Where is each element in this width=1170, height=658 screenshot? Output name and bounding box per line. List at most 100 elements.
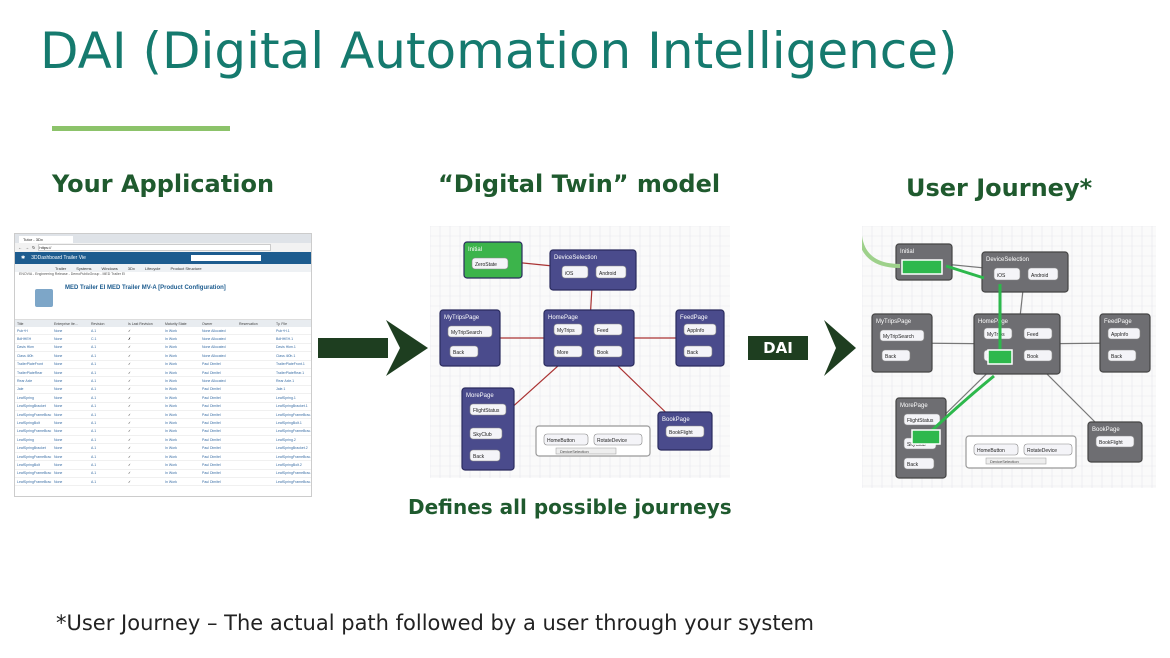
table-cell: LeafSpringFrameBrac.3	[276, 454, 311, 459]
table-cell: BdHHEH	[17, 337, 32, 342]
state-button	[881, 349, 911, 362]
table-cell: None	[54, 462, 63, 467]
table-cell: None	[54, 362, 63, 367]
table-cell: A.1	[91, 379, 97, 384]
table-cell: A.1	[91, 420, 97, 425]
table-cell: In Work	[165, 362, 177, 367]
table-cell: A.1	[91, 454, 97, 459]
menu-item: Systems	[76, 265, 92, 271]
table-cell: ✓	[128, 462, 131, 467]
right-arrow-1	[318, 320, 428, 376]
heading-user-journey: User Journey*	[906, 174, 1093, 202]
state-button	[561, 265, 589, 279]
brand-label: 3DDashboard Trailer Vie	[31, 255, 86, 261]
table-cell: In Work	[165, 446, 177, 451]
state-title: BookPage	[662, 417, 690, 423]
table-cell: None Allocated	[202, 337, 226, 342]
table-cell: In Work	[165, 379, 177, 384]
state-button-label: MyTrips	[557, 328, 575, 334]
table-cell: None	[54, 370, 63, 375]
table-cell: LeafSpringFrameBrac.5	[276, 479, 311, 484]
table-cell: Davis Hkm.1	[276, 345, 296, 350]
table-cell: ✓	[128, 353, 131, 358]
url-field: https://	[38, 244, 271, 251]
column-header: Title	[17, 321, 24, 326]
object-title: MED Trailer EI MED Trailer MV-A [Product…	[65, 285, 226, 291]
table-cell: ✓	[128, 395, 131, 400]
state-button-label: Feed	[597, 328, 609, 334]
column-header: Enterprise Ite...	[54, 321, 78, 326]
table-cell: A.1	[91, 479, 97, 484]
table-cell: None	[54, 395, 63, 400]
table-cell: Paul Dimitel	[202, 362, 221, 367]
table-cell: A.1	[91, 345, 97, 350]
table-cell: In Work	[165, 404, 177, 409]
table-cell: Paul Dimitel	[202, 437, 221, 442]
state-button	[449, 345, 479, 358]
table-cell: None Allocated	[202, 345, 226, 350]
table-cell: ✓	[128, 328, 131, 333]
state-button	[469, 427, 503, 440]
table-cell: Pub+H	[17, 328, 28, 333]
dai-arrow-label: DAI	[748, 336, 808, 360]
state-button-label: iOS	[565, 271, 574, 277]
table-cell: TrailerPlateFront	[17, 362, 43, 367]
browser-urlbar: ← → ↻ https://	[15, 243, 311, 252]
journey-highlight-node	[911, 429, 941, 445]
table-cell: ✓	[128, 362, 131, 367]
user-journey-diagram: InitialZeroStateDeviceSelectioniOSAndroi…	[862, 226, 1156, 488]
state-button-label: Book	[597, 350, 609, 356]
table-cell: LeafSpringBracket.1	[276, 404, 308, 409]
table-cell: None	[54, 437, 63, 442]
journey-entry-path	[862, 235, 901, 268]
table-cell: LeafSpringFrameBrac	[17, 454, 52, 459]
state-button	[1095, 435, 1135, 448]
table-cell: LeafSpringBracket.2	[276, 446, 308, 451]
app-navbar: ✱ 3DDashboard Trailer Vie	[15, 252, 311, 264]
refresh-icon: ↻	[32, 245, 36, 250]
table-cell: A.1	[91, 404, 97, 409]
table-cell: None	[54, 412, 63, 417]
table-cell: ✓	[128, 479, 131, 484]
search-box	[191, 255, 261, 261]
table-cell: TrailerPlateRear	[17, 370, 43, 375]
state-button-label: iOS	[997, 273, 1006, 279]
table-cell: A.1	[91, 395, 97, 400]
menu-item: Product Structure	[170, 265, 202, 271]
state-button-label: Back	[1111, 354, 1123, 360]
journey-highlight-node	[901, 259, 943, 275]
table-cell: LeafSpring	[17, 395, 34, 400]
table-cell: Paul Dimitel	[202, 446, 221, 451]
table-cell: In Work	[165, 420, 177, 425]
table-cell: A.1	[91, 446, 97, 451]
column-header: Is Last Revision	[128, 321, 153, 326]
state-button-label: FlightStatus	[907, 418, 934, 424]
table-cell: In Work	[165, 429, 177, 434]
table-cell: ✓	[128, 345, 131, 350]
forward-icon: →	[25, 245, 29, 250]
table-cell: In Work	[165, 395, 177, 400]
table-cell: Paul Dimitel	[202, 387, 221, 392]
table-cell: None Allocated	[202, 379, 226, 384]
table-cell: In Work	[165, 328, 177, 333]
journey-path	[945, 264, 985, 280]
state-button	[593, 345, 623, 358]
state-button-label: ZeroState	[475, 262, 497, 268]
state-button-label: MyTrips	[987, 332, 1005, 338]
table-cell: LeafSpring.1	[276, 395, 296, 400]
state-title: Initial	[468, 247, 482, 253]
table-cell: Paul Dimitel	[202, 404, 221, 409]
state-button-label: DeviceSelection	[990, 459, 1019, 464]
table-cell: ✓	[128, 370, 131, 375]
table-cell: ✗	[128, 337, 131, 342]
